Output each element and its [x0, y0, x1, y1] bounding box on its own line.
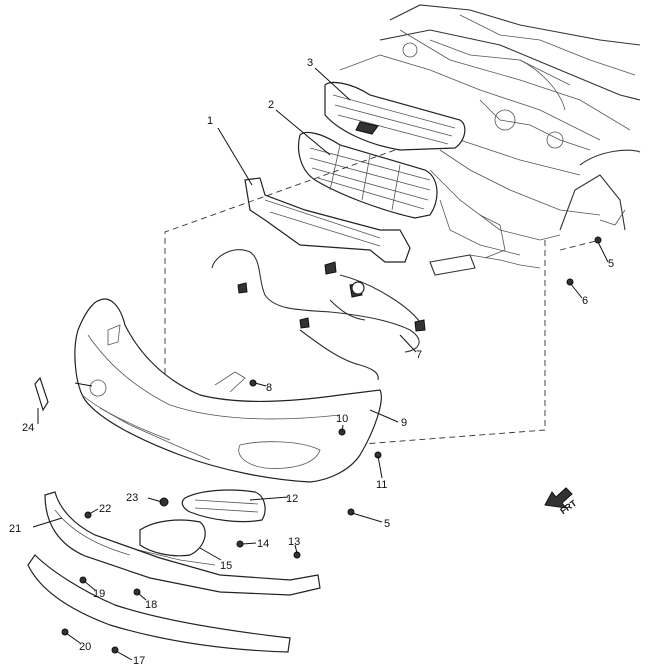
callout-10: 10: [336, 413, 348, 425]
callout-23: 23: [126, 492, 138, 504]
lower-insert-part-12: [181, 489, 266, 523]
air-deflector-part-21: [44, 491, 321, 596]
fasteners: [61, 236, 602, 654]
callout-24: 24: [22, 422, 34, 434]
reflector-part-24: [34, 376, 49, 412]
callout-5-top: 5: [608, 258, 614, 270]
callout-11: 11: [376, 479, 387, 491]
lower-strip-part-17: [27, 554, 291, 653]
callout-6: 6: [582, 295, 588, 307]
callout-17: 17: [133, 655, 145, 665]
callout-labels: 1 2 3 5 6 7 8 9 10 11 5 12 13 14 15 17 1…: [9, 57, 614, 665]
callout-13: 13: [288, 536, 300, 548]
callout-7: 7: [416, 349, 422, 361]
callout-8: 8: [266, 382, 272, 394]
callout-22: 22: [99, 503, 111, 515]
bumper-fascia-part-9: [74, 298, 382, 483]
leader-lines: [32, 67, 609, 661]
callout-20: 20: [79, 641, 91, 653]
engine-bay-structure: [339, 4, 641, 276]
callout-14: 14: [257, 538, 269, 550]
wiring-harness-part-7: [211, 249, 426, 381]
trim-part-15: [129, 519, 216, 566]
callout-3: 3: [307, 57, 313, 69]
callout-21: 21: [9, 523, 21, 535]
callout-1: 1: [207, 115, 213, 127]
upper-grille-part-3: [324, 81, 466, 151]
callout-19: 19: [93, 588, 105, 600]
forward-arrow-indicator: FRT: [544, 487, 579, 516]
callout-15: 15: [220, 560, 232, 572]
callout-18: 18: [145, 599, 157, 611]
callout-2: 2: [268, 99, 274, 111]
callout-9: 9: [401, 417, 407, 429]
callout-12: 12: [286, 493, 298, 505]
callout-5-bottom: 5: [384, 518, 390, 530]
absorber-part-1: [244, 177, 411, 263]
lower-grille-part-2: [297, 131, 438, 219]
